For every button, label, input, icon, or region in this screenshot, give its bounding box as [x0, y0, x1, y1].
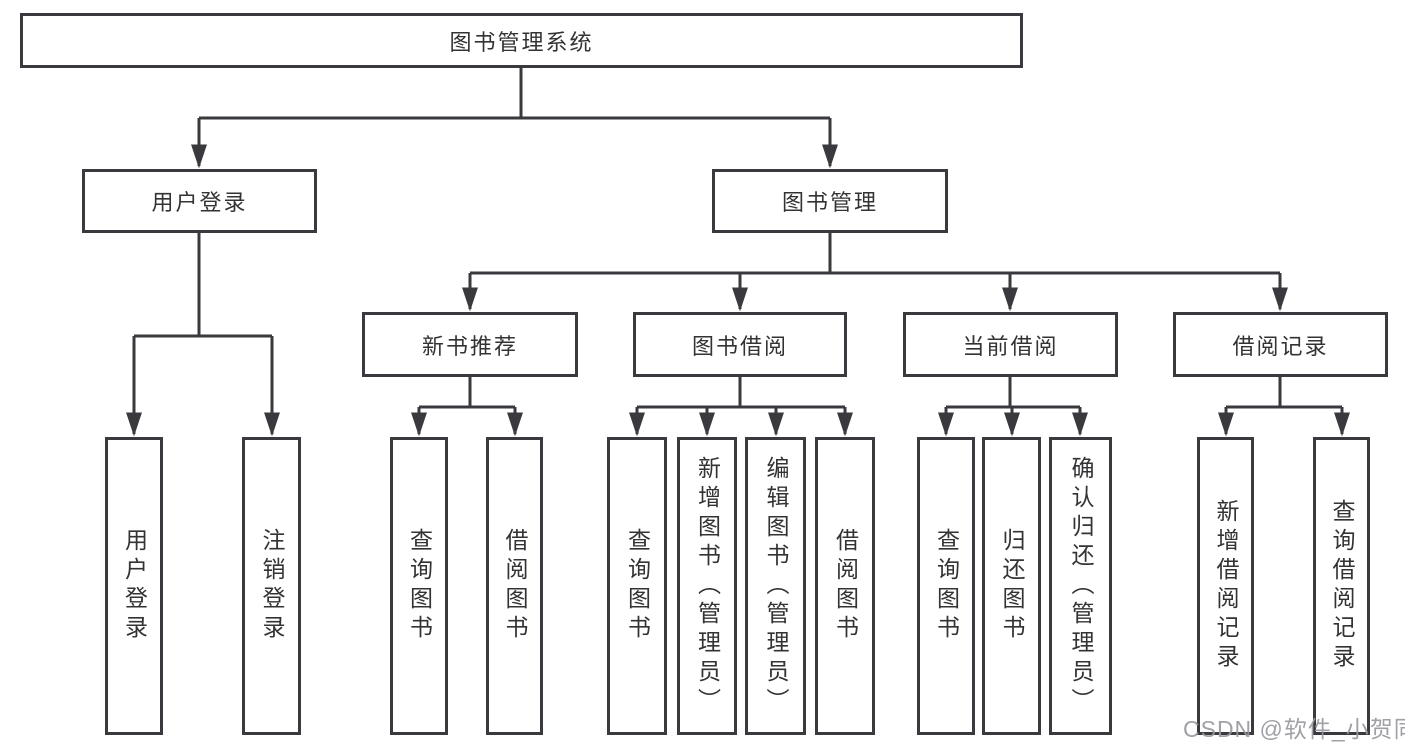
- leaf-query-book-2: 查询图书: [607, 437, 667, 735]
- leaf-add-book: 新增图书（管理员）: [677, 437, 737, 735]
- node-label: 确认归还（管理员）: [1068, 455, 1094, 717]
- leaf-return-book: 归还图书: [982, 437, 1041, 735]
- node-label: 图书管理: [781, 190, 878, 215]
- leaf-user-login: 用户登录: [105, 437, 163, 735]
- node-label: 新增借阅记录: [1213, 499, 1239, 673]
- node-new-book-recommend: 新书推荐: [362, 312, 578, 377]
- leaf-query-borrow-record: 查询借阅记录: [1313, 437, 1370, 735]
- leaf-logout: 注销登录: [242, 437, 301, 735]
- node-label: 用户登录: [121, 528, 148, 644]
- leaf-confirm-return: 确认归还（管理员）: [1049, 437, 1112, 735]
- node-label: 新书推荐: [421, 333, 518, 359]
- leaf-borrow-book-2: 借阅图书: [815, 437, 875, 735]
- node-label: 注销登录: [259, 528, 285, 644]
- node-label: 当前借阅: [962, 333, 1059, 359]
- node-user-login: 用户登录: [82, 169, 317, 233]
- connector-skeleton: [134, 67, 1342, 409]
- node-label: 图书借阅: [691, 333, 788, 359]
- node-label: 查询图书: [406, 528, 433, 644]
- leaf-query-book-1: 查询图书: [390, 437, 448, 735]
- node-label: 查询图书: [933, 528, 960, 644]
- leaf-query-book-3: 查询图书: [917, 437, 975, 735]
- node-label: 图书管理系统: [449, 29, 594, 55]
- leaf-edit-book: 编辑图书（管理员）: [745, 437, 806, 735]
- node-library-management-system: 图书管理系统: [20, 13, 1023, 68]
- node-book-borrow: 图书借阅: [633, 312, 847, 377]
- node-label: 借阅图书: [832, 528, 859, 644]
- node-label: 借阅图书: [502, 528, 528, 644]
- node-label: 查询借阅记录: [1329, 499, 1355, 673]
- node-book-management: 图书管理: [712, 169, 948, 233]
- node-current-borrow: 当前借阅: [903, 312, 1118, 377]
- node-borrow-records: 借阅记录: [1173, 312, 1388, 377]
- node-label: 归还图书: [999, 528, 1025, 644]
- leaf-add-borrow-record: 新增借阅记录: [1197, 437, 1254, 735]
- leaf-borrow-book-1: 借阅图书: [486, 437, 543, 735]
- node-label: 用户登录: [151, 190, 248, 215]
- node-label: 编辑图书（管理员）: [763, 455, 789, 717]
- node-label: 借阅记录: [1232, 333, 1329, 359]
- csdn-watermark: CSDN @软件_小贺同学: [1183, 716, 1405, 742]
- node-label: 新增图书（管理员）: [694, 455, 721, 717]
- node-label: 查询图书: [624, 528, 651, 644]
